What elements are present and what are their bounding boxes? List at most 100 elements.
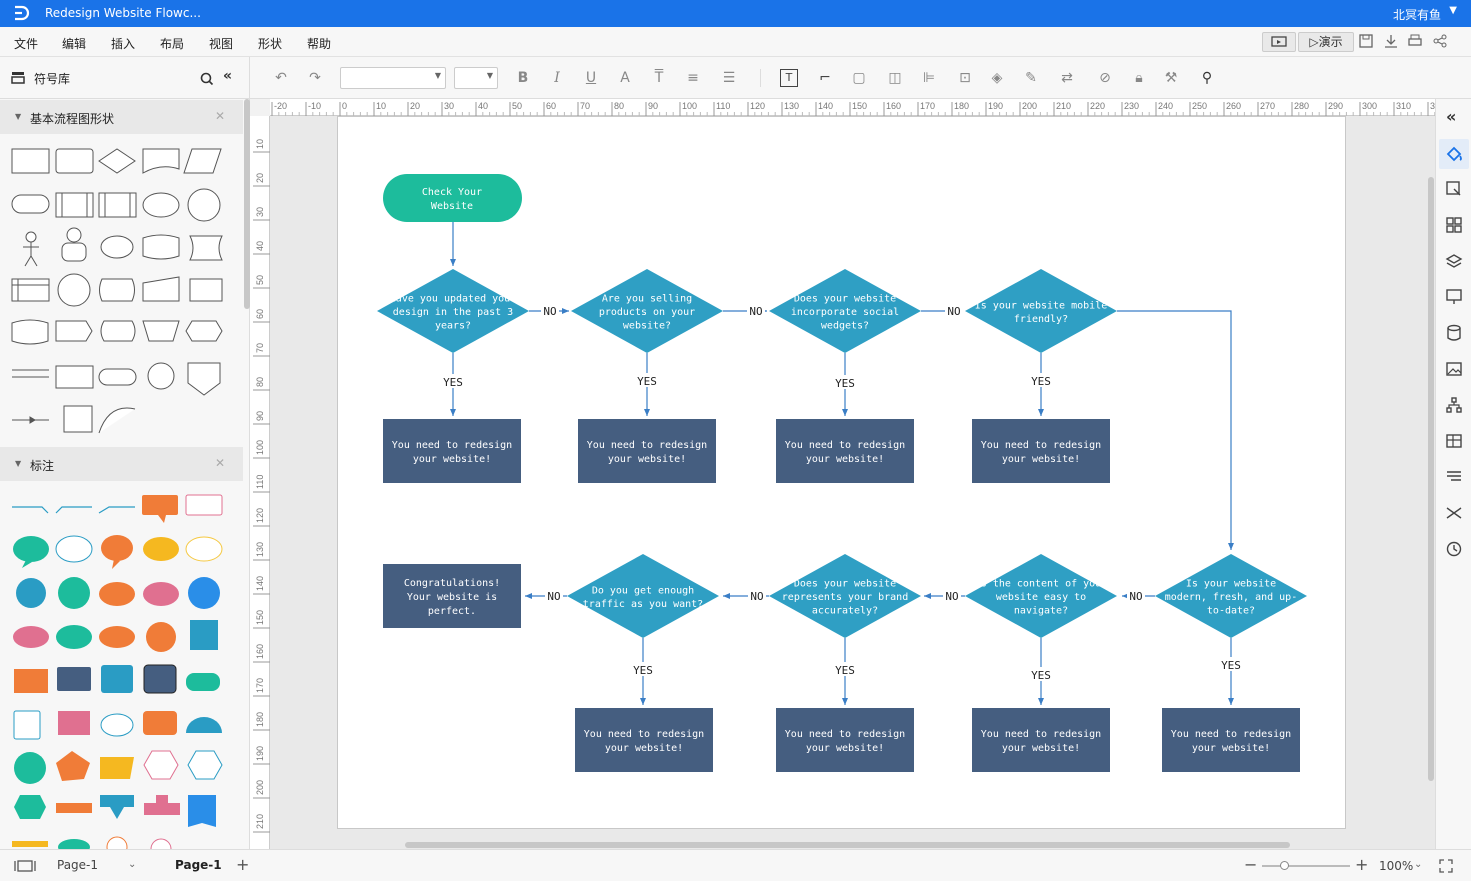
section-basic-flowchart-shapes[interactable]: ▼ 基本流程图形状 ✕	[0, 100, 243, 134]
fullscreen-button[interactable]	[1262, 32, 1296, 52]
download-icon[interactable]	[1383, 33, 1399, 49]
ruler-label: 230	[1124, 101, 1139, 111]
comment-icon[interactable]	[1445, 468, 1463, 486]
print-icon[interactable]	[1407, 33, 1423, 49]
add-page-icon[interactable]: +	[236, 855, 250, 874]
font-size-select[interactable]: ▼	[454, 67, 498, 89]
menu-insert[interactable]: 插入	[111, 37, 136, 51]
ruler-label: 120	[255, 508, 265, 523]
user-menu-caret-icon[interactable]: ▼	[1449, 5, 1457, 16]
basic-shapes-grid[interactable]	[0, 137, 243, 437]
history-icon[interactable]	[1445, 540, 1463, 558]
tools-icon[interactable]: ⚒	[1164, 70, 1178, 86]
drawing-page[interactable]	[337, 116, 1346, 829]
presentation-icon[interactable]	[1445, 288, 1463, 306]
symbol-library-title: 符号库	[34, 72, 71, 86]
ruler-label: 180	[954, 101, 969, 111]
data-icon[interactable]	[1445, 324, 1463, 342]
collapse-panel-icon[interactable]: «	[223, 68, 233, 84]
layers-icon[interactable]	[1445, 252, 1463, 270]
zoom-slider[interactable]	[1262, 865, 1350, 867]
arrange-back-icon[interactable]: ◫	[888, 70, 902, 86]
close-icon[interactable]: ✕	[214, 109, 225, 123]
section-title: 标注	[30, 459, 55, 473]
style-panel-tab[interactable]	[1439, 139, 1469, 169]
fill-color-icon[interactable]: ◈	[991, 70, 1003, 86]
chevron-down-icon[interactable]: ⌄	[1414, 859, 1423, 870]
grid-icon[interactable]	[1445, 216, 1463, 234]
menu-file[interactable]: 文件	[14, 37, 39, 51]
shuffle-icon[interactable]	[1445, 504, 1463, 522]
bold-icon[interactable]: B	[517, 70, 529, 86]
zoom-in-icon[interactable]: +	[1355, 855, 1369, 874]
page-select[interactable]: Page-1	[57, 858, 99, 872]
text-box-icon[interactable]: T	[780, 69, 798, 87]
search-icon[interactable]: ⚲	[1201, 70, 1213, 86]
menu-layout[interactable]: 布局	[160, 37, 185, 51]
page-tab-active[interactable]: Page-1	[175, 858, 222, 872]
vertical-scrollbar[interactable]	[1428, 177, 1434, 781]
callout-shapes-grid[interactable]	[0, 485, 243, 849]
menu-view[interactable]: 视图	[209, 37, 234, 51]
status-bar: Page-1 ⌄ Page-1 + − + 100% ⌄	[0, 849, 1471, 881]
save-icon[interactable]	[1358, 33, 1374, 49]
undo-icon[interactable]: ↶	[275, 70, 287, 86]
font-color-icon[interactable]: A	[620, 70, 630, 86]
line-spacing-icon[interactable]: ☰	[722, 70, 736, 86]
present-button[interactable]: ▷演示	[1298, 32, 1354, 52]
page-view-icon[interactable]	[14, 860, 36, 872]
ruler-label: 200	[1022, 101, 1037, 111]
line-style-icon[interactable]: ⇄	[1061, 70, 1073, 86]
arrange-front-icon[interactable]: ▢	[852, 70, 866, 86]
table-icon[interactable]	[1445, 432, 1463, 450]
lock-icon[interactable]: 🔒︎	[1135, 70, 1143, 86]
zoom-out-icon[interactable]: −	[1244, 855, 1258, 874]
sidebar-scrollbar[interactable]	[244, 99, 250, 309]
close-icon[interactable]: ✕	[214, 456, 225, 470]
ruler-label: 310	[1396, 101, 1411, 111]
underline-icon[interactable]: U	[585, 70, 597, 86]
horizontal-scrollbar[interactable]	[405, 842, 1290, 848]
edit-shape-icon[interactable]: ⊘	[1099, 70, 1111, 86]
section-callouts[interactable]: ▼ 标注 ✕	[0, 447, 243, 481]
fit-screen-icon[interactable]	[1439, 859, 1453, 873]
zoom-slider-handle[interactable]	[1280, 861, 1289, 870]
image-icon[interactable]	[1445, 360, 1463, 378]
align-icon[interactable]: ≡	[687, 70, 699, 86]
menu-edit[interactable]: 编辑	[62, 37, 87, 51]
ruler-label: 200	[255, 780, 265, 795]
right-panel-bar: «	[1435, 99, 1471, 849]
redo-icon[interactable]: ↷	[309, 70, 321, 86]
org-chart-icon[interactable]	[1445, 396, 1463, 414]
text-style-icon[interactable]: T	[654, 70, 664, 86]
ruler-label: 150	[255, 610, 265, 625]
document-title[interactable]: Redesign Website Flowc...	[45, 6, 201, 20]
menu-shape[interactable]: 形状	[258, 37, 283, 51]
chevron-down-icon[interactable]: ⌄	[128, 859, 137, 870]
font-family-select[interactable]: ▼	[340, 67, 446, 89]
line-color-icon[interactable]: ✎	[1025, 70, 1037, 86]
italic-icon[interactable]: I	[554, 70, 560, 86]
page-settings-icon[interactable]	[1445, 180, 1463, 198]
zoom-level[interactable]: 100%	[1379, 859, 1414, 873]
ruler-label: 240	[1158, 101, 1173, 111]
ruler-label: 290	[1328, 101, 1343, 111]
ruler-label: 80	[255, 377, 265, 387]
ruler-label: 120	[750, 101, 765, 111]
user-name[interactable]: 北冥有鱼	[1392, 8, 1441, 22]
menu-help[interactable]: 帮助	[307, 37, 332, 51]
symbol-library-header: 符号库 «	[0, 57, 250, 99]
align-left-icon[interactable]: ⊫	[922, 70, 936, 86]
chevron-down-icon: ▼	[15, 459, 22, 468]
ruler-label: 160	[886, 101, 901, 111]
expand-panel-icon[interactable]: «	[1446, 107, 1457, 126]
connector-icon[interactable]: ⌐	[819, 70, 831, 86]
ruler-label: 60	[255, 309, 265, 319]
ruler-label: 10	[376, 101, 386, 111]
search-icon[interactable]	[200, 72, 214, 86]
chevron-down-icon: ▼	[15, 112, 22, 121]
share-icon[interactable]	[1432, 33, 1448, 49]
group-icon[interactable]: ⊡	[959, 70, 971, 86]
